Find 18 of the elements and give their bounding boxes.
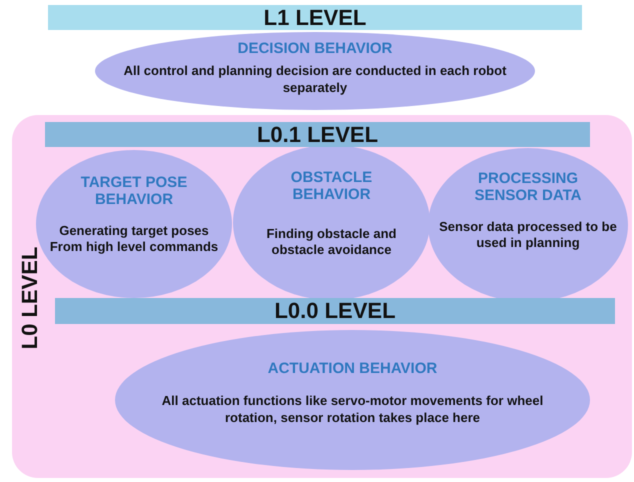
level-title: L0.0 LEVEL (274, 298, 396, 324)
level-bar (45, 122, 590, 147)
behavior-title: DECISION BEHAVIOR (238, 40, 392, 58)
behavior-title: OBSTACLE BEHAVIOR (290, 169, 374, 204)
behavior-title: ACTUATION BEHAVIOR (268, 360, 438, 378)
behavior-description: All control and planning decision are conducted in each robot separately (122, 63, 508, 98)
level-bar (55, 298, 615, 324)
behavior-description: Generating target poses From high level commands (48, 222, 220, 256)
behavior-description: All actuation functions like servo-motor movements for wheel rotation, sensor rotation takes place here (160, 393, 544, 428)
level-title: L1 LEVEL (264, 4, 366, 30)
level-title: L0.1 LEVEL (256, 122, 378, 148)
level-title: L0 LEVEL (17, 246, 43, 352)
behavior-title: TARGET POSE BEHAVIOR (80, 174, 188, 208)
behavior-title: PROCESSING SENSOR DATA (474, 170, 582, 204)
level-panel (12, 115, 632, 478)
level-bar (48, 5, 582, 30)
behavior-description: Finding obstacle and obstacle avoidance (265, 226, 398, 260)
behavior-description: Sensor data processed to be used in planning (438, 218, 618, 252)
